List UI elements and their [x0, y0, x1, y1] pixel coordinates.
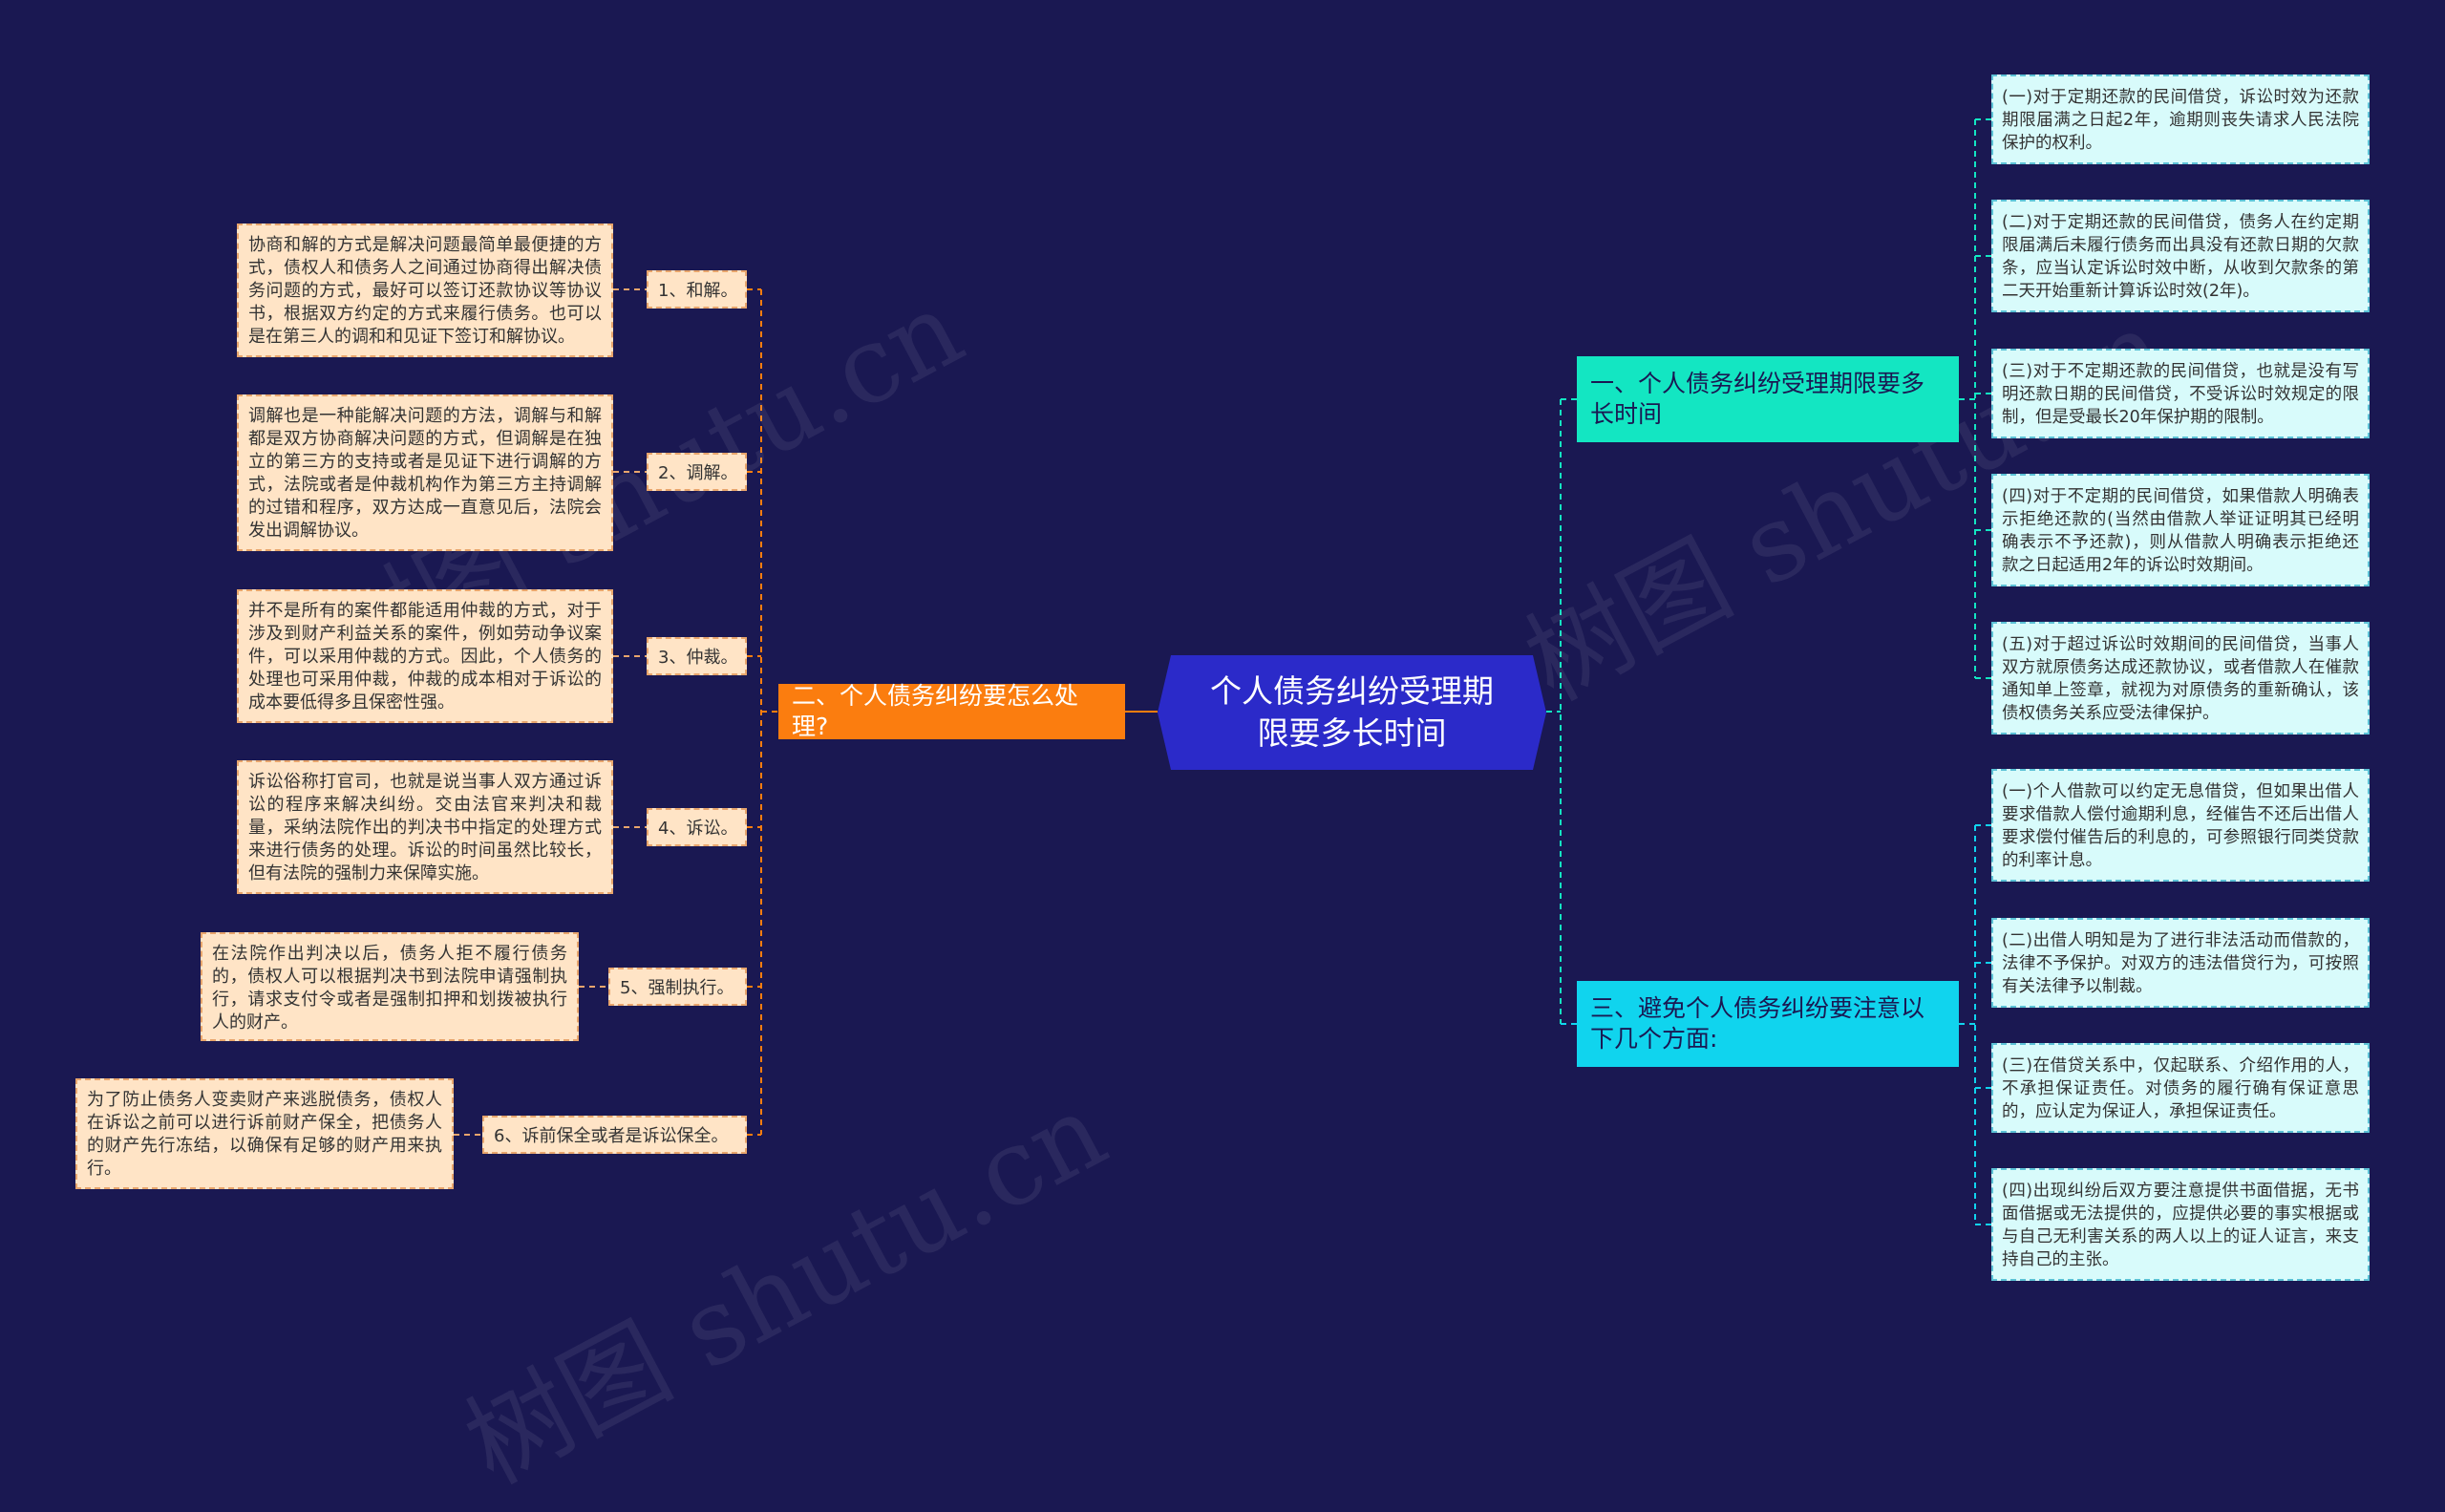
leaf-period-3: (三)对于不定期还款的民间借贷，也就是没有写明还款日期的民间借贷，不受诉讼时效规…: [1991, 349, 2370, 438]
sub-label-enforce[interactable]: 5、强制执行。: [608, 968, 747, 1006]
branch-label: 一、个人债务纠纷受理期限要多长时间: [1590, 370, 1925, 428]
branch-label: 二、个人债务纠纷要怎么处理?: [792, 682, 1079, 740]
branch-label: 三、避免个人债务纠纷要注意以下几个方面:: [1590, 994, 1925, 1053]
branch-precautions[interactable]: 三、避免个人债务纠纷要注意以下几个方面:: [1577, 981, 1959, 1067]
desc-reconcile: 协商和解的方式是解决问题最简单最便捷的方式，债权人和债务人之间通过协商得出解决债…: [237, 224, 613, 357]
sub-label-arbitrate[interactable]: 3、仲裁。: [647, 637, 747, 675]
branch-how-to-handle[interactable]: 二、个人债务纠纷要怎么处理?: [778, 682, 1125, 740]
sub-label-mediate[interactable]: 2、调解。: [647, 453, 747, 491]
central-topic[interactable]: 个人债务纠纷受理期限要多长时间: [1158, 655, 1546, 770]
desc-enforce: 在法院作出判决以后，债务人拒不履行债务的，债权人可以根据判决书到法院申请强制执行…: [201, 932, 579, 1041]
sub-label-preservation[interactable]: 6、诉前保全或者是诉讼保全。: [482, 1116, 747, 1154]
connector-lines: [454, 118, 1991, 1225]
sub-label-text: 6、诉前保全或者是诉讼保全。: [494, 1126, 729, 1146]
leaf-precaution-2: (二)出借人明知是为了进行非法活动而借款的，法律不予保护。对双方的违法借贷行为，…: [1991, 918, 2370, 1008]
leaf-period-2: (二)对于定期还款的民间借贷，债务人在约定期限届满后未履行债务而出具没有还款日期…: [1991, 200, 2370, 312]
central-topic-label: 个人债务纠纷受理期限要多长时间: [1210, 672, 1494, 752]
sub-label-text: 2、调解。: [658, 463, 738, 483]
sub-label-text: 1、和解。: [658, 281, 738, 301]
desc-mediate: 调解也是一种能解决问题的方法，调解与和解都是双方协商解决问题的方式，但调解是在独…: [237, 394, 613, 551]
desc-preservation: 为了防止债务人变卖财产来逃脱债务，债权人在诉讼之前可以进行诉前财产保全，把债务人…: [75, 1078, 454, 1189]
leaf-precaution-4: (四)出现纠纷后双方要注意提供书面借据，无书面借据或无法提供的，应提供必要的事实…: [1991, 1168, 2370, 1281]
sub-label-reconcile[interactable]: 1、和解。: [647, 270, 747, 309]
branch-acceptance-period[interactable]: 一、个人债务纠纷受理期限要多长时间: [1577, 356, 1959, 442]
desc-litigate: 诉讼俗称打官司，也就是说当事人双方通过诉讼的程序来解决纠纷。交由法官来判决和裁量…: [237, 760, 613, 894]
sub-label-text: 3、仲裁。: [658, 648, 738, 668]
sub-label-litigate[interactable]: 4、诉讼。: [647, 808, 747, 846]
leaf-period-5: (五)对于超过诉讼时效期间的民间借贷，当事人双方就原债务达成还款协议，或者借款人…: [1991, 622, 2370, 735]
sub-label-text: 4、诉讼。: [658, 819, 738, 839]
leaf-period-4: (四)对于不定期的民间借贷，如果借款人明确表示拒绝还款的(当然由借款人举证证明其…: [1991, 474, 2370, 586]
leaf-period-1: (一)对于定期还款的民间借贷，诉讼时效为还款期限届满之日起2年，逾期则丧失请求人…: [1991, 75, 2370, 164]
desc-arbitrate: 并不是所有的案件都能适用仲裁的方式，对于涉及到财产利益关系的案件，例如劳动争议案…: [237, 589, 613, 723]
sub-label-text: 5、强制执行。: [620, 978, 734, 998]
leaf-precaution-3: (三)在借贷关系中，仅起联系、介绍作用的人，不承担保证责任。对债务的履行确有保证…: [1991, 1043, 2370, 1133]
leaf-precaution-1: (一)个人借款可以约定无息借贷，但如果出借人要求借款人偿付逾期利息，经催告不还后…: [1991, 769, 2370, 882]
